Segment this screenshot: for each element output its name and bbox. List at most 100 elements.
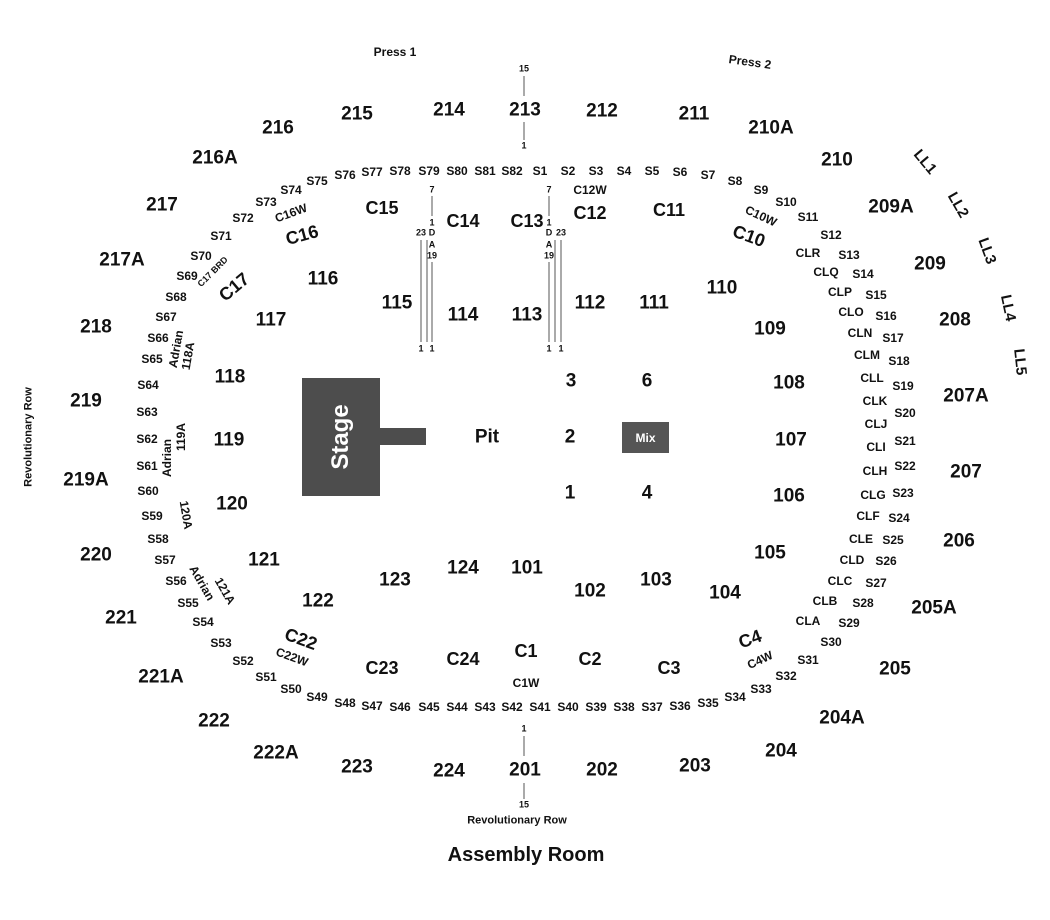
section-s48[interactable]: S48 (334, 696, 356, 710)
section-207a[interactable]: 207A (943, 385, 989, 407)
section-s24[interactable]: S24 (888, 511, 910, 525)
section-s70[interactable]: S70 (190, 249, 212, 263)
section-s65[interactable]: S65 (141, 352, 163, 366)
section-3[interactable]: 3 (565, 370, 577, 392)
section-s76[interactable]: S76 (334, 168, 356, 182)
section-s59[interactable]: S59 (141, 509, 163, 523)
section-s45[interactable]: S45 (418, 700, 440, 714)
section-4[interactable]: 4 (641, 482, 653, 504)
section-s71[interactable]: S71 (210, 229, 232, 243)
section-119a[interactable]: 119A (174, 422, 188, 452)
section-clc[interactable]: CLC (827, 574, 853, 588)
section-108[interactable]: 108 (773, 372, 805, 394)
section-221a[interactable]: 221A (138, 666, 184, 688)
section-s19[interactable]: S19 (892, 379, 914, 393)
section-s60[interactable]: S60 (137, 484, 159, 498)
section-c24[interactable]: C24 (446, 649, 480, 669)
section-115[interactable]: 115 (381, 292, 413, 314)
section-c23[interactable]: C23 (365, 658, 399, 678)
section-s43[interactable]: S43 (474, 700, 496, 714)
section-cld[interactable]: CLD (839, 553, 865, 567)
section-214[interactable]: 214 (433, 99, 465, 121)
section-113[interactable]: 113 (511, 304, 543, 326)
section-2[interactable]: 2 (564, 426, 576, 448)
section-s50[interactable]: S50 (280, 682, 302, 696)
section-s30[interactable]: S30 (820, 635, 842, 649)
section-clo[interactable]: CLO (838, 305, 864, 319)
section-119[interactable]: 119 (213, 429, 245, 451)
section-c1[interactable]: C1 (514, 641, 538, 661)
section-pit[interactable]: Pit (474, 426, 500, 448)
section-215[interactable]: 215 (341, 103, 373, 125)
section-s36[interactable]: S36 (669, 699, 691, 713)
section-116[interactable]: 116 (307, 268, 339, 290)
section-s13[interactable]: S13 (838, 248, 860, 262)
section-c3[interactable]: C3 (657, 658, 681, 678)
section-s16[interactable]: S16 (875, 309, 897, 323)
section-s31[interactable]: S31 (797, 653, 819, 667)
section-s67[interactable]: S67 (155, 310, 177, 324)
section-205a[interactable]: 205A (911, 597, 957, 619)
section-s52[interactable]: S52 (232, 654, 254, 668)
section-101[interactable]: 101 (511, 557, 543, 579)
section-s7[interactable]: S7 (700, 168, 716, 182)
section-s11[interactable]: S11 (797, 210, 819, 224)
section-s29[interactable]: S29 (838, 616, 860, 630)
section-s68[interactable]: S68 (165, 290, 187, 304)
section-107[interactable]: 107 (775, 429, 807, 451)
section-clb[interactable]: CLB (812, 594, 838, 608)
section-s75[interactable]: S75 (306, 174, 328, 188)
section-s79[interactable]: S79 (418, 164, 440, 178)
section-s35[interactable]: S35 (697, 696, 719, 710)
section-202[interactable]: 202 (586, 759, 618, 781)
section-s77[interactable]: S77 (361, 165, 383, 179)
section-s23[interactable]: S23 (892, 486, 914, 500)
section-112[interactable]: 112 (574, 292, 606, 314)
section-114[interactable]: 114 (447, 304, 479, 326)
section-207[interactable]: 207 (950, 461, 982, 483)
section-c1w[interactable]: C1W (512, 676, 540, 690)
section-123[interactable]: 123 (379, 569, 411, 591)
section-104[interactable]: 104 (709, 582, 741, 604)
section-s2[interactable]: S2 (560, 164, 576, 178)
section-s28[interactable]: S28 (852, 596, 874, 610)
section-218[interactable]: 218 (80, 316, 112, 338)
section-s22[interactable]: S22 (894, 459, 916, 473)
section-s20[interactable]: S20 (894, 406, 916, 420)
section-clk[interactable]: CLK (862, 394, 888, 408)
section-102[interactable]: 102 (574, 580, 606, 602)
section-s82[interactable]: S82 (501, 164, 523, 178)
section-s72[interactable]: S72 (232, 211, 254, 225)
section-s42[interactable]: S42 (501, 700, 523, 714)
section-s49[interactable]: S49 (306, 690, 328, 704)
section-s47[interactable]: S47 (361, 699, 383, 713)
section-clg[interactable]: CLG (860, 488, 886, 502)
section-cll[interactable]: CLL (860, 371, 884, 385)
section-s57[interactable]: S57 (154, 553, 176, 567)
section-103[interactable]: 103 (640, 569, 672, 591)
section-222a[interactable]: 222A (253, 742, 299, 764)
section-219a[interactable]: 219A (63, 469, 109, 491)
section-s69[interactable]: S69 (176, 269, 198, 283)
section-clm[interactable]: CLM (854, 348, 880, 362)
section-s32[interactable]: S32 (775, 669, 797, 683)
section-s9[interactable]: S9 (753, 183, 769, 197)
section-s5[interactable]: S5 (644, 164, 660, 178)
section-s12[interactable]: S12 (820, 228, 842, 242)
section-117[interactable]: 117 (255, 309, 287, 331)
section-211[interactable]: 211 (678, 103, 710, 125)
section-6[interactable]: 6 (641, 370, 653, 392)
section-s17[interactable]: S17 (882, 331, 904, 345)
section-220[interactable]: 220 (80, 544, 112, 566)
section-121[interactable]: 121 (248, 549, 280, 571)
section-s55[interactable]: S55 (177, 596, 199, 610)
section-c14[interactable]: C14 (446, 211, 480, 231)
section-cle[interactable]: CLE (849, 532, 873, 546)
section-206[interactable]: 206 (943, 530, 975, 552)
section-s1[interactable]: S1 (532, 164, 548, 178)
section-s73[interactable]: S73 (255, 195, 277, 209)
section-s14[interactable]: S14 (852, 267, 874, 281)
section-cli[interactable]: CLI (866, 440, 886, 454)
section-s64[interactable]: S64 (137, 378, 159, 392)
section-s40[interactable]: S40 (557, 700, 579, 714)
